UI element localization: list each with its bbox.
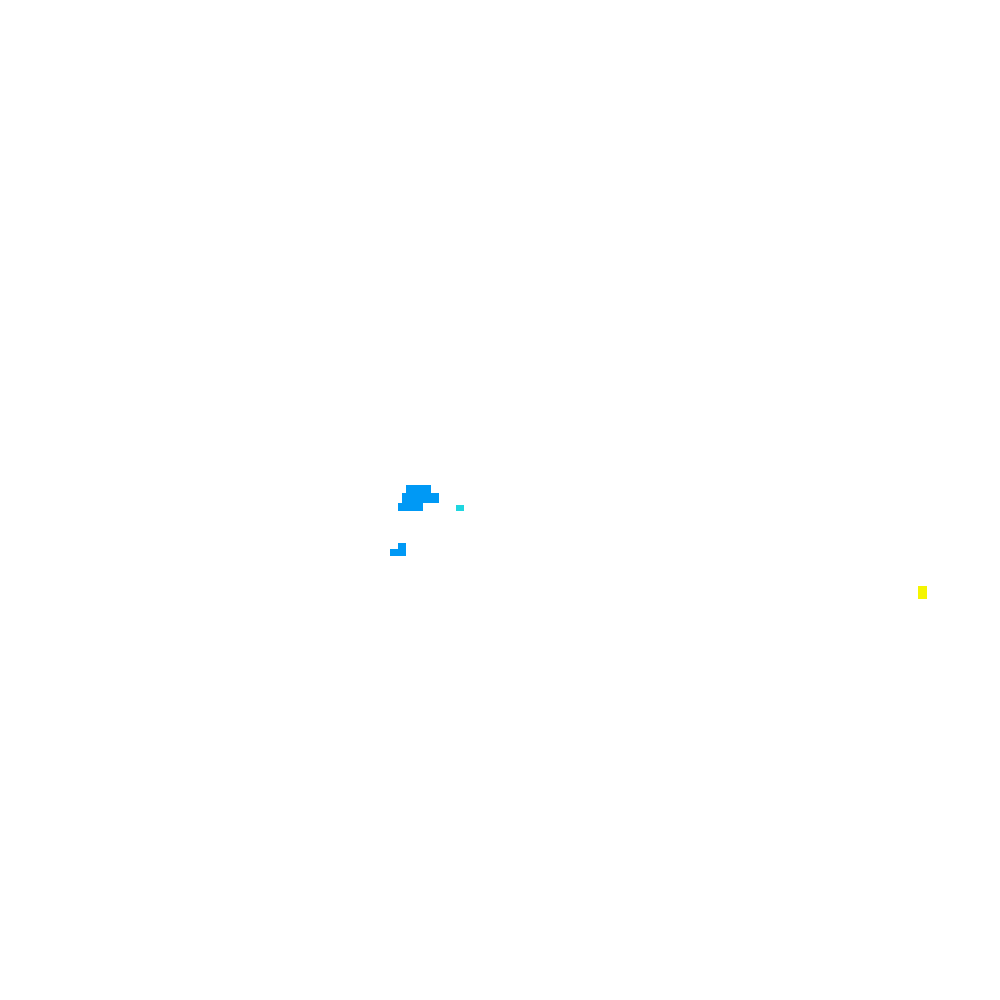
blue-blob-bottom: [398, 503, 423, 511]
yellow-dot: [918, 586, 927, 599]
blue-blob-top: [406, 485, 431, 493]
blue-corner-foot: [390, 549, 398, 556]
blue-corner-vertical: [398, 543, 406, 556]
blue-blob-middle: [402, 493, 439, 503]
cyan-dot: [456, 505, 464, 511]
